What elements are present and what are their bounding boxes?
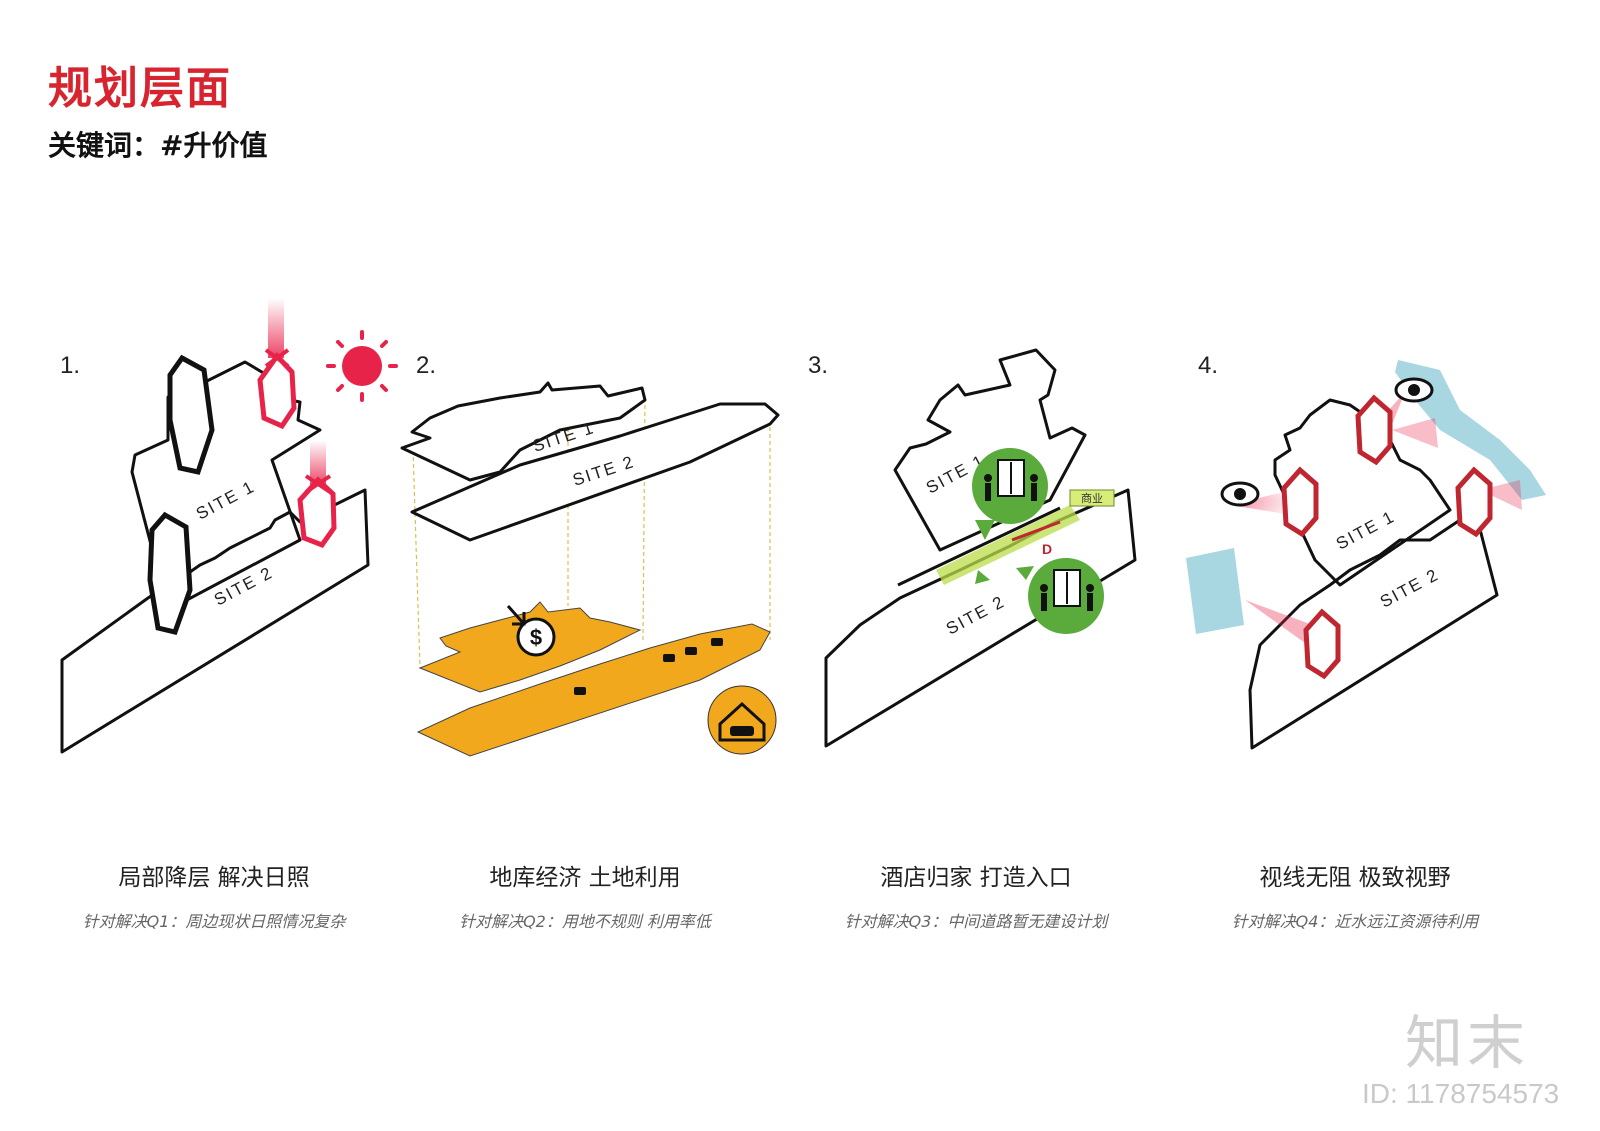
eye-icon — [1394, 377, 1434, 403]
view-cone — [1392, 418, 1438, 448]
panel-4-diagram: SITE 1 SITE 2 — [1186, 360, 1546, 750]
panel-4-note: 针对解决Q4：近水远江资源待利用 — [1231, 912, 1479, 931]
sun-icon — [326, 330, 398, 402]
panel-3-note: 针对解决Q3：中间道路暂无建设计划 — [844, 912, 1108, 931]
upper-site-2-outline — [410, 402, 780, 542]
watermark-logo: 知末 — [1405, 1009, 1530, 1077]
tower-outline — [147, 511, 193, 635]
watermark-id: ID: 1178754573 — [1362, 1078, 1560, 1109]
panel-2-note: 针对解决Q2：用地不规则 利用率低 — [459, 912, 711, 931]
cross-mark-icon — [304, 474, 332, 494]
panel-2-diagram: SITE 1 SITE 2 $ — [400, 381, 780, 757]
commerce-tag — [1069, 489, 1115, 507]
eye-icon — [1220, 481, 1260, 507]
panel-4-number: 4. — [1198, 352, 1219, 379]
garage-icon — [707, 685, 777, 755]
page-title: 规划层面 — [48, 63, 232, 114]
tower-outline — [1355, 394, 1393, 466]
sun-beam — [310, 440, 326, 486]
arrow-icon — [975, 570, 990, 584]
page-subtitle: 关键词：#升价值 — [48, 129, 268, 162]
panel-2-number: 2. — [416, 352, 437, 379]
basement-site-2 — [416, 623, 771, 757]
panel-1-note: 针对解决Q1：周边现状日照情况复杂 — [82, 912, 346, 931]
tower-outline — [1455, 466, 1493, 538]
river-shape — [1395, 360, 1546, 500]
panel-2-caption: 地库经济 土地利用 — [489, 865, 681, 891]
site-1-outline — [893, 348, 1087, 552]
upper-site-1-outline — [400, 381, 647, 482]
connector-label: D — [1042, 541, 1052, 557]
site-2-outline — [1248, 508, 1499, 750]
connector-arrow — [1011, 520, 1061, 542]
site-2-label: SITE 2 — [1377, 565, 1442, 612]
svg-text:$: $ — [530, 625, 542, 650]
panel-3-diagram: SITE 1 SITE 2 商业 D — [824, 348, 1137, 748]
lowered-tower — [297, 476, 337, 549]
hotel-entrance-icon — [972, 448, 1048, 524]
hotel-entrance-icon — [1028, 558, 1104, 634]
tower-outline — [1281, 466, 1319, 538]
tower-outline — [1303, 608, 1341, 680]
arrow-icon — [1016, 566, 1034, 580]
site-1-label: SITE 1 — [1333, 507, 1398, 554]
panel-4-caption: 视线无阻 极致视野 — [1259, 865, 1451, 891]
site-2-label: SITE 2 — [943, 592, 1008, 639]
arrow-icon — [975, 520, 995, 540]
lowered-tower — [257, 352, 297, 430]
site-1-label: SITE 1 — [193, 477, 258, 524]
cross-mark-icon — [264, 348, 290, 368]
car-icon — [574, 638, 723, 695]
road-edge — [897, 506, 1061, 587]
sun-beam — [268, 298, 284, 358]
panel-3-caption: 酒店归家 打造入口 — [880, 865, 1072, 891]
panel-1-diagram: SITE 1 SITE 2 — [60, 298, 398, 754]
commerce-tag-label: 商业 — [1081, 491, 1103, 505]
panel-1-caption: 局部降层 解决日照 — [118, 865, 310, 891]
pond-shape — [1186, 548, 1244, 634]
panel-1-number: 1. — [60, 352, 81, 379]
panel-3-number: 3. — [808, 352, 829, 379]
view-cone — [1245, 600, 1312, 648]
entrance-road-band — [936, 505, 1080, 585]
tower-outline — [167, 354, 215, 475]
money-icon: $ — [506, 605, 556, 657]
